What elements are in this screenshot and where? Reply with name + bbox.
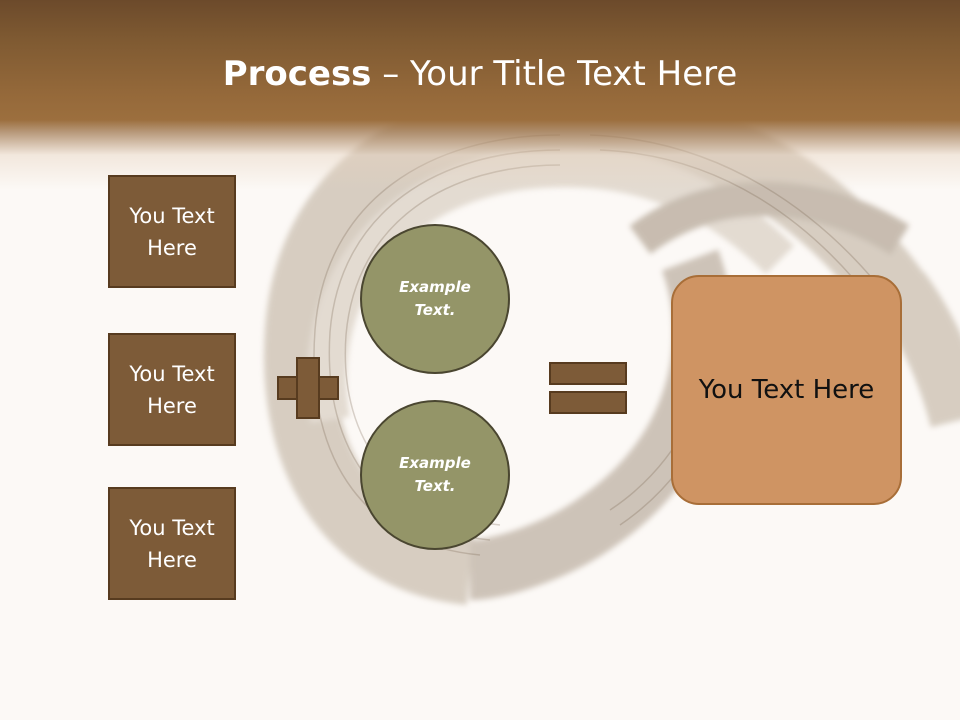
text-box-3: You Text Here <box>108 487 236 600</box>
circle-label: Example Text. <box>399 278 471 319</box>
example-circle-2: Example Text. <box>360 400 510 550</box>
header-band <box>0 0 960 190</box>
text-box-2: You Text Here <box>108 333 236 446</box>
title-rest: – Your Title Text Here <box>371 54 738 94</box>
title-bold-word: Process <box>222 54 372 94</box>
slide-title: Process – Your Title Text Here <box>0 52 960 96</box>
example-circle-1: Example Text. <box>360 224 510 374</box>
text-box-label: You Text Here <box>129 203 215 260</box>
text-box-label: You Text Here <box>129 361 215 418</box>
equals-bottom-bar <box>549 391 627 414</box>
result-label: You Text Here <box>698 375 875 405</box>
plus-center <box>298 378 318 398</box>
text-box-label: You Text Here <box>129 515 215 572</box>
equals-top-bar <box>549 362 627 385</box>
text-box-1: You Text Here <box>108 175 236 288</box>
result-box: You Text Here <box>671 275 902 505</box>
circle-label: Example Text. <box>399 454 471 495</box>
